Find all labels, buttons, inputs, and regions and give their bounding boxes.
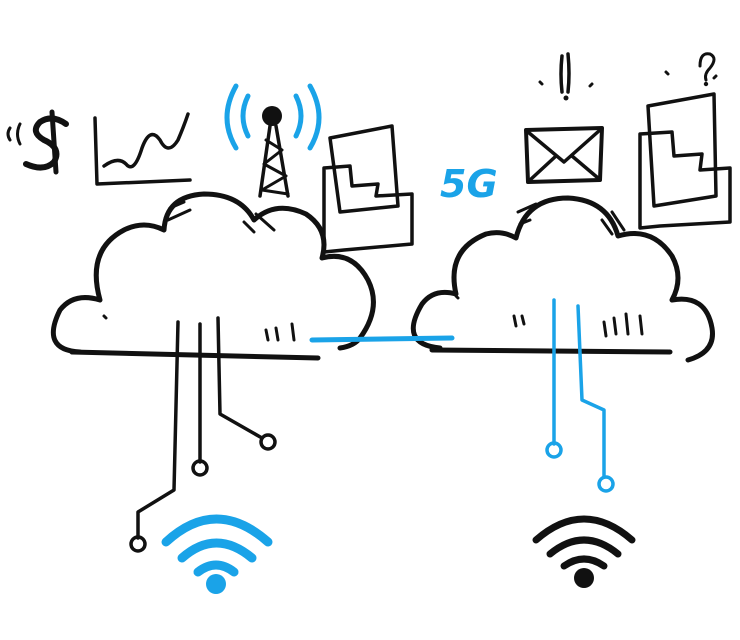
wifi-icon: [532, 515, 636, 588]
network-label-5g: 5G: [440, 162, 498, 206]
cloud-icon: [50, 191, 376, 361]
cloud-link-line: [309, 335, 455, 343]
document-stack-icon: [638, 52, 732, 230]
circuit-node-icon: [129, 316, 277, 553]
line-chart-icon: [93, 112, 192, 186]
wifi-icon: [161, 514, 273, 594]
envelope-icon: [524, 52, 604, 184]
cloud-icon: [410, 195, 715, 363]
folder-stack-icon: [322, 124, 414, 254]
dollar-sign-icon: [6, 109, 69, 175]
circuit-node-icon: [545, 298, 615, 493]
radio-tower-icon: [224, 83, 322, 198]
